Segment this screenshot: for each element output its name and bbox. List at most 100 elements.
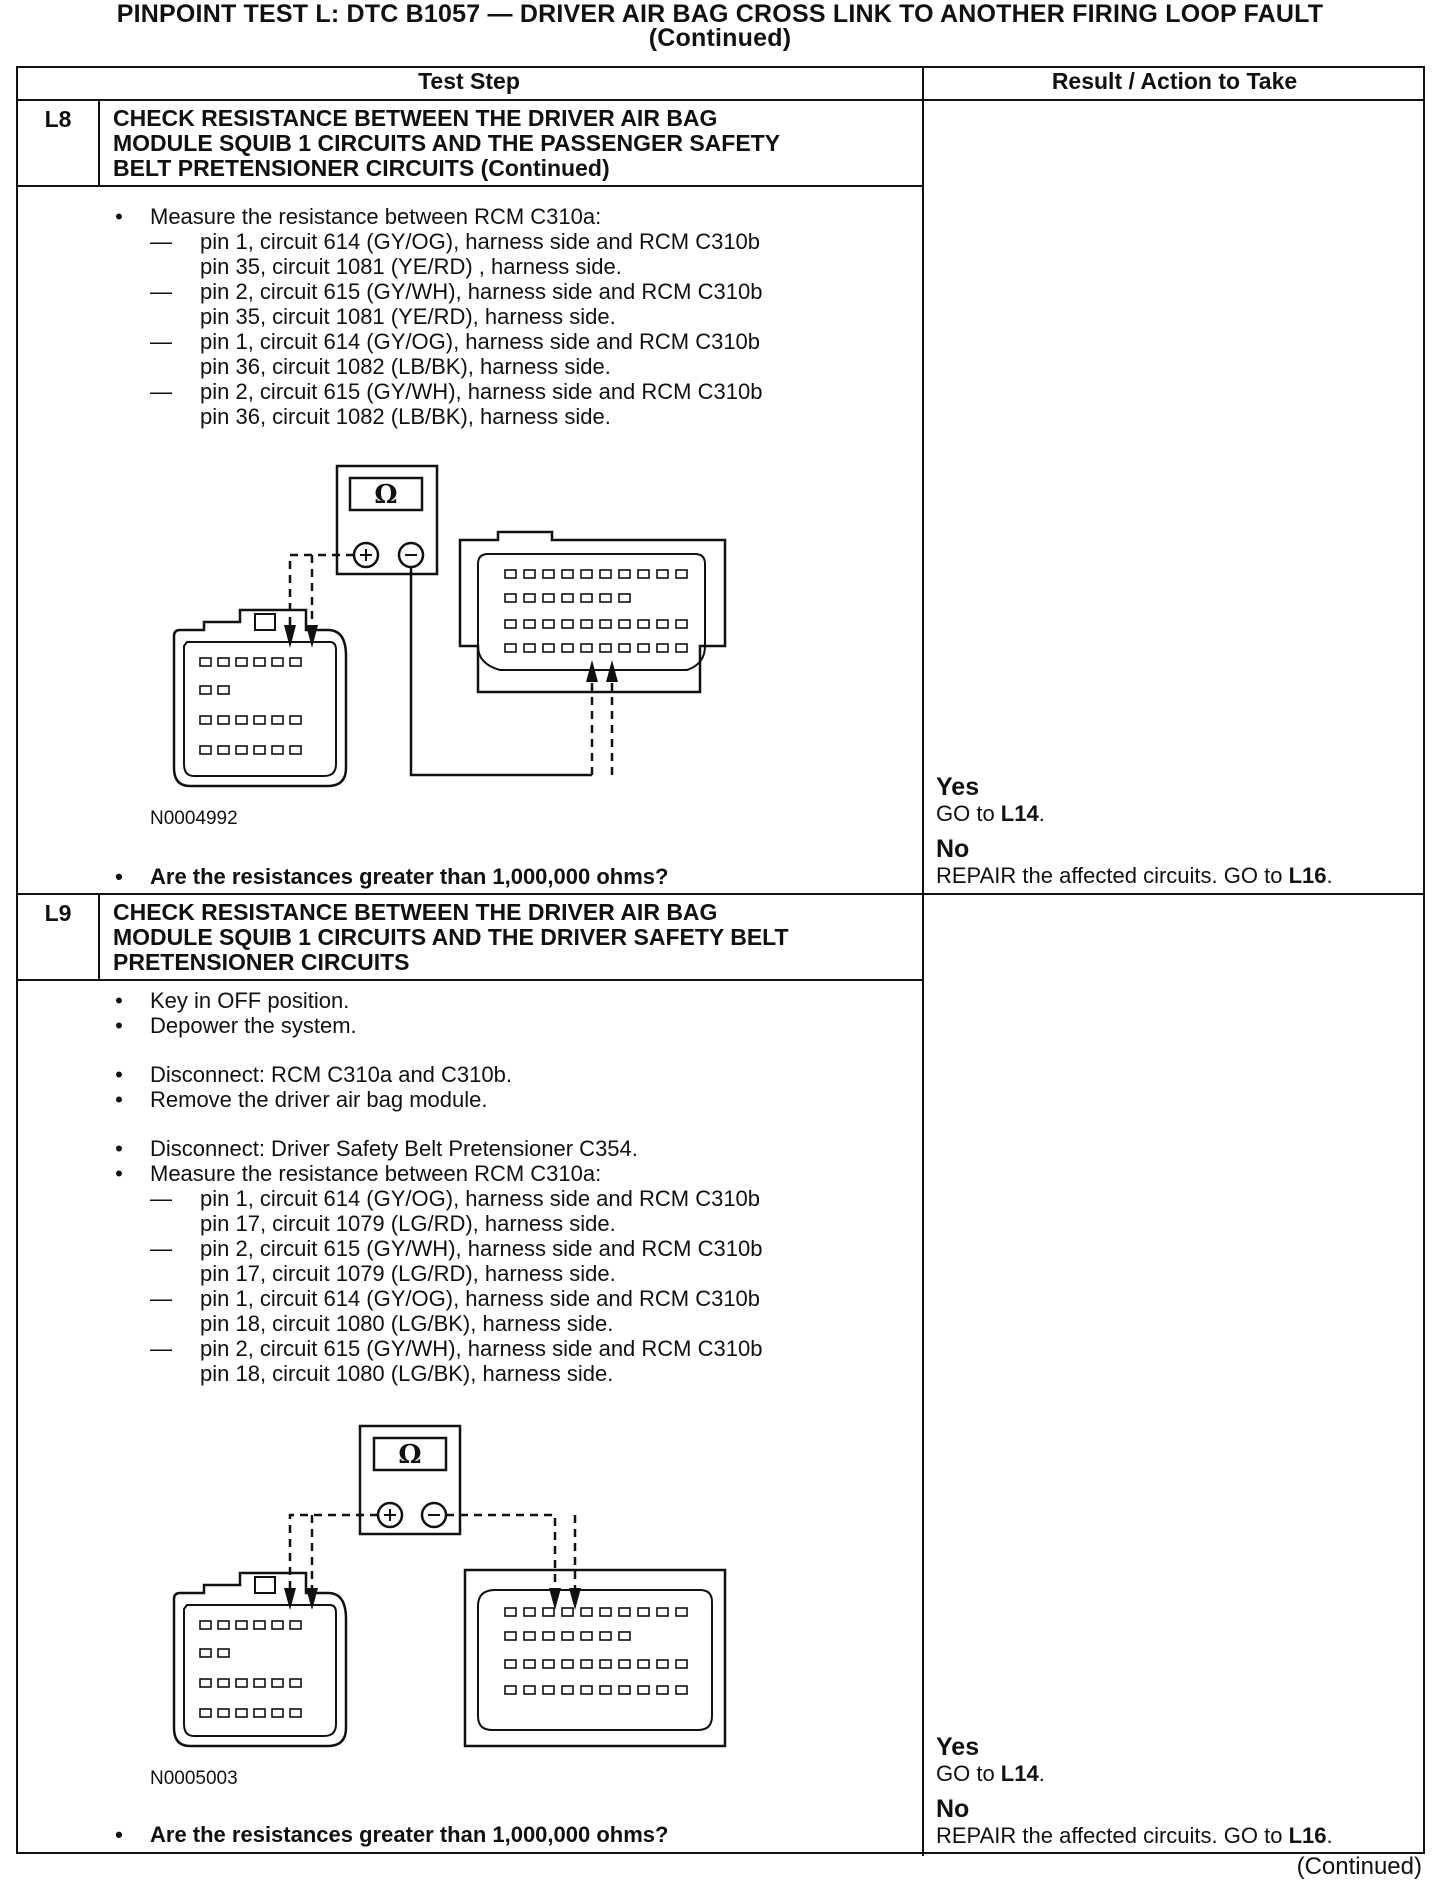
connector-pin-cavity xyxy=(523,1631,536,1641)
measure-intro: Measure the resistance between RCM C310a… xyxy=(150,1161,602,1186)
connector-pin-cavity xyxy=(253,745,266,755)
connector-pin-cavity xyxy=(289,715,302,725)
connector-pin-cavity xyxy=(542,643,555,653)
action-step-text: Disconnect: Driver Safety Belt Pretensio… xyxy=(150,1136,638,1161)
connector-pin-cavity xyxy=(199,1648,212,1658)
action-punctuation: . xyxy=(1326,1823,1333,1848)
action-text: REPAIR the affected circuits. GO to xyxy=(936,1823,1289,1848)
connector-pin-cavity xyxy=(561,1659,574,1669)
connector-pin-cavity xyxy=(561,1631,574,1641)
bullet-icon: • xyxy=(115,988,123,1013)
connector-pin-cavity xyxy=(523,593,536,603)
connector-pin-cavity xyxy=(656,1659,669,1669)
ohmmeter-diagram-l9: Ω xyxy=(172,1424,727,1748)
step-title: CHECK RESISTANCE BETWEEN THE DRIVER AIR … xyxy=(113,900,933,975)
pinpoint-test-table xyxy=(16,66,1425,1854)
connector-pin-cavity xyxy=(542,619,555,629)
connector-pin-cavity xyxy=(561,1607,574,1617)
connector-pin-cavity xyxy=(637,643,650,653)
connector-pin-cavity xyxy=(599,1607,612,1617)
go-to-step-link[interactable]: L16 xyxy=(1288,1823,1327,1848)
connector-pin-cavity xyxy=(542,593,555,603)
connector-pin-cavity xyxy=(504,1685,517,1695)
continued-footer: (Continued) xyxy=(1296,1853,1422,1880)
connector-pin-cavity xyxy=(580,1659,593,1669)
connector-pin-cavity xyxy=(675,643,688,653)
measure-item-line: pin 35, circuit 1081 (YE/RD) , harness s… xyxy=(200,254,622,279)
connector-pin-cavity xyxy=(217,1708,230,1718)
connector-pin-cavity xyxy=(253,715,266,725)
ohmmeter-diagram-l8: Ω xyxy=(172,464,727,788)
connector-pin-cavity xyxy=(235,715,248,725)
connector-pin-cavity xyxy=(199,657,212,667)
connector-pin-cavity xyxy=(199,1708,212,1718)
connector-pin-cavity xyxy=(599,1631,612,1641)
go-to-step-link[interactable]: L14 xyxy=(1000,801,1039,826)
connector-pin-cavity xyxy=(675,1607,688,1617)
go-to-step-link[interactable]: L16 xyxy=(1288,863,1327,888)
connector-pin-cavity xyxy=(542,1659,555,1669)
connector-pin-cavity xyxy=(504,569,517,579)
connector-pin-cavity xyxy=(656,1607,669,1617)
connector-pin-cavity xyxy=(253,1708,266,1718)
connector-pin-cavity xyxy=(199,685,212,695)
dash-icon: — xyxy=(150,1336,172,1361)
bullet-icon: • xyxy=(115,864,123,889)
connector-pin-cavity xyxy=(217,1648,230,1658)
action-text: GO to xyxy=(936,1761,1001,1786)
connector-pin-cavity xyxy=(656,643,669,653)
ohmmeter-body xyxy=(358,1424,462,1536)
connector-pin-cavity xyxy=(271,1620,284,1630)
connector-pin-cavity xyxy=(637,1685,650,1695)
measure-item-line: pin 18, circuit 1080 (LG/BK), harness si… xyxy=(200,1361,614,1386)
connector-pin-cavity xyxy=(599,643,612,653)
connector-pin-cavity xyxy=(675,569,688,579)
connector-pin-cavity xyxy=(217,745,230,755)
connector-pin-cavity xyxy=(235,657,248,667)
connector-pin-cavity xyxy=(235,745,248,755)
result-no-action: REPAIR the affected circuits. GO to L16. xyxy=(936,1823,1333,1848)
connector-pin-cavity xyxy=(271,1708,284,1718)
result-yes-label: Yes xyxy=(936,773,980,801)
connector-pin-cavity xyxy=(618,1607,631,1617)
connector-pin-cavity xyxy=(235,1620,248,1630)
step-id: L8 xyxy=(44,106,72,132)
rcm-c310b-connector xyxy=(463,1568,727,1748)
column-header-test-step: Test Step xyxy=(418,68,520,94)
result-yes-action: GO to L14. xyxy=(936,1761,1045,1786)
connector-pin-cavity xyxy=(599,1685,612,1695)
connector-pin-cavity xyxy=(561,593,574,603)
measure-item-text: pin 1, circuit 614 (GY/OG), harness side… xyxy=(200,229,760,279)
connector-pin-cavity xyxy=(618,569,631,579)
dash-icon: — xyxy=(150,1186,172,1211)
connector-pin-cavity xyxy=(504,619,517,629)
measure-item-line: pin 17, circuit 1079 (LG/RD), harness si… xyxy=(200,1261,616,1286)
rcm-c310a-connector xyxy=(172,1571,348,1748)
connector-pin-cavity xyxy=(253,1620,266,1630)
go-to-step-link[interactable]: L14 xyxy=(1000,1761,1039,1786)
connector-pin-cavity xyxy=(253,1678,266,1688)
connector-pin-cavity xyxy=(217,715,230,725)
rcm-c310a-connector xyxy=(172,608,348,788)
measure-item-line: pin 2, circuit 615 (GY/WH), harness side… xyxy=(200,379,763,404)
measure-item-line: pin 18, circuit 1080 (LG/BK), harness si… xyxy=(200,1311,614,1336)
step-title-line: BELT PRETENSIONER CIRCUITS (Continued) xyxy=(113,155,610,181)
measure-item-text: pin 1, circuit 614 (GY/OG), harness side… xyxy=(200,1286,760,1336)
dash-icon: — xyxy=(150,1236,172,1261)
connector-pin-cavity xyxy=(271,1678,284,1688)
measure-item-text: pin 2, circuit 615 (GY/WH), harness side… xyxy=(200,379,762,429)
dash-icon: — xyxy=(150,329,172,354)
connector-pin-cavity xyxy=(504,1607,517,1617)
connector-pin-cavity xyxy=(217,685,230,695)
result-no-label: No xyxy=(936,835,970,863)
bullet-icon: • xyxy=(115,1087,123,1112)
step-id-divider-l9 xyxy=(98,894,100,981)
measure-item-text: pin 1, circuit 614 (GY/OG), harness side… xyxy=(200,1186,760,1236)
connector-pin-cavity xyxy=(523,1659,536,1669)
question-text: Are the resistances greater than 1,000,0… xyxy=(150,864,669,889)
measure-item-line: pin 2, circuit 615 (GY/WH), harness side… xyxy=(200,1236,763,1261)
connector-pin-cavity xyxy=(675,1659,688,1669)
measure-item-text: pin 2, circuit 615 (GY/WH), harness side… xyxy=(200,1236,762,1286)
connector-pin-cavity xyxy=(271,657,284,667)
connector-pin-cavity xyxy=(504,593,517,603)
